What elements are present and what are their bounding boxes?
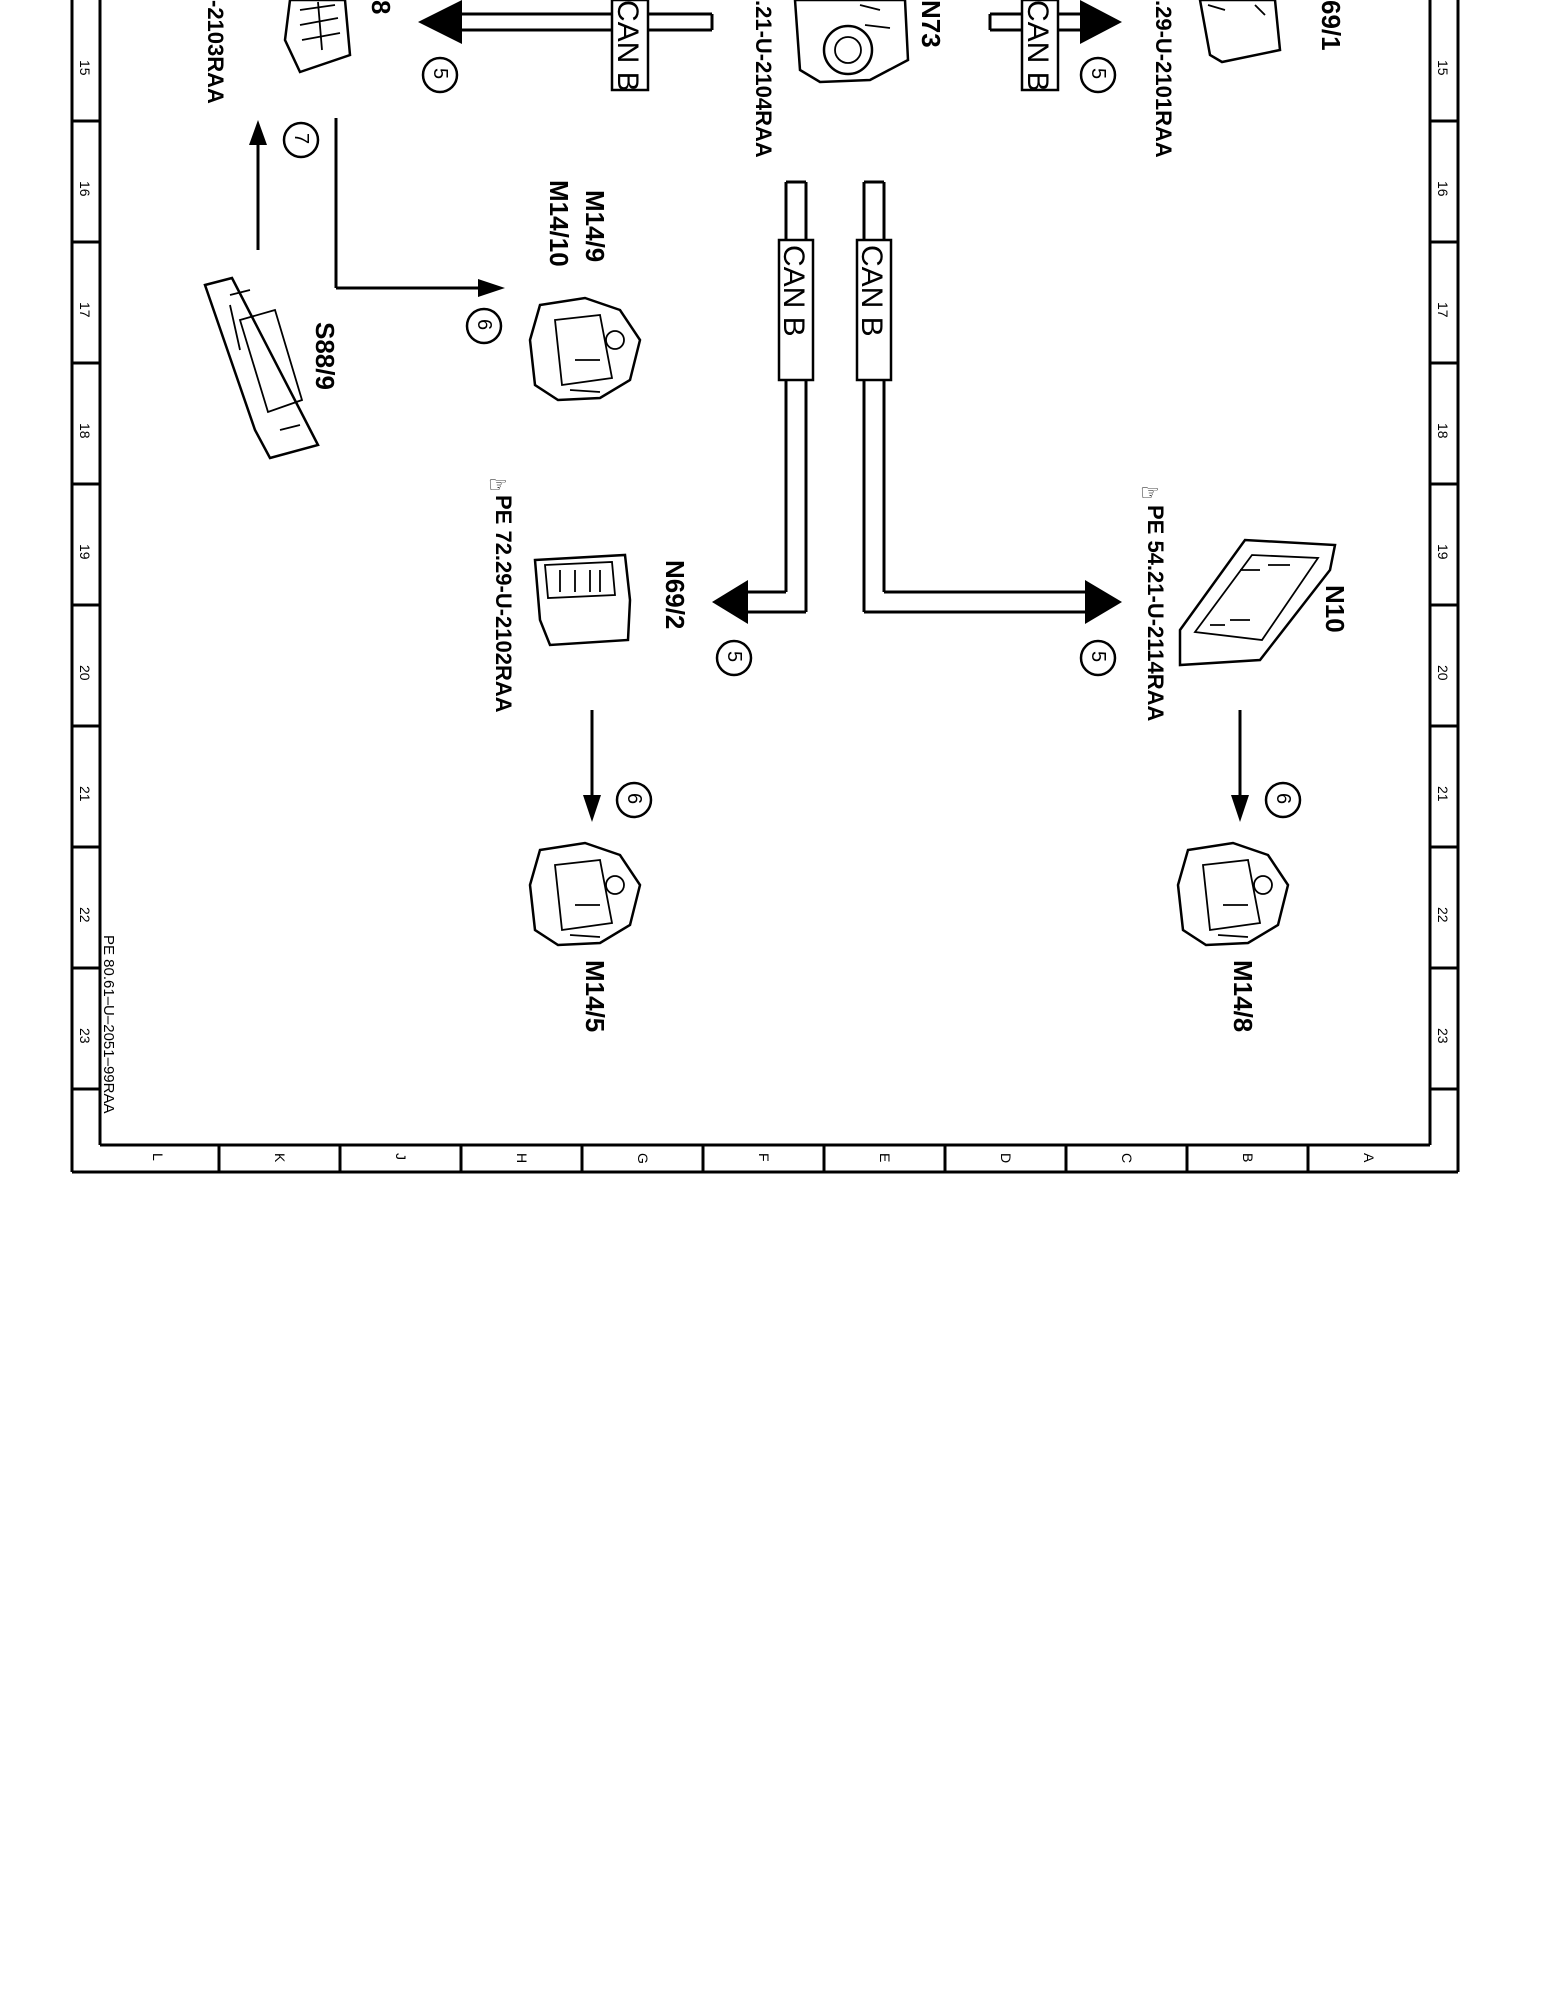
col-number-18: 18 [1435,423,1451,439]
circle-6 [465,307,503,345]
column-numbers-left: 15 16 17 18 19 20 21 22 23 [77,60,93,1044]
circle-6-label: 6 [473,319,495,330]
row-letter-g: G [635,1153,651,1164]
component-m14-9-m14-10: M14/9 M14/10 [528,180,642,402]
circle-6-label: 6 [623,793,645,804]
arrow-head-n10 [1085,580,1122,624]
circle-5-label: 5 [1087,68,1109,79]
ref-2103: -2103RAA [203,0,228,104]
label-m14-8: M14/8 [1228,960,1258,1032]
row-letter-a: A [1361,1153,1377,1163]
label-n69-2: N69/2 [660,560,690,629]
circle-5 [1079,639,1117,677]
arrow-6-n69-2: 6 [583,710,653,822]
column-ticks [72,119,1458,1091]
col-number-16: 16 [1435,181,1451,197]
component-m14-5: M14/5 [528,841,642,1032]
col-number-16: 16 [77,181,93,197]
col-number-22: 22 [1435,907,1451,923]
arrow-head-left [418,0,462,44]
ref-n10: PE 54.21-U-2114RAA [1143,505,1168,722]
component-s88-9: S88/9 [203,276,340,460]
pointing-hand-icon: ☞ [488,472,508,497]
pointing-hand-icon: ☞ [1140,480,1160,505]
circle-5-label: 5 [429,68,451,79]
circle-5 [421,56,459,94]
row-letter-h: H [514,1153,530,1163]
circle-7-label: 7 [290,133,312,144]
col-number-20: 20 [77,665,93,681]
can-bus-center: CAN B 5 CAN B 5 [712,180,1122,677]
circle-5 [1079,56,1117,94]
circle-5 [715,639,753,677]
can-bus-top-right: CAN B 5 [988,0,1122,94]
arrow-6-n10: 6 [1231,710,1302,822]
column-numbers-right: 15 16 17 18 19 20 21 22 23 [1435,60,1451,1044]
arrow-head-right [1080,0,1122,44]
circle-6-label: 6 [1272,793,1294,804]
label-m14-5: M14/5 [580,960,610,1032]
circle-5-label: 5 [723,651,745,662]
component-top-left-partial: 8 -2103RAA [203,0,396,104]
component-n73: N73 .21-U-2104RAA [751,0,946,158]
component-top-right-partial: 69/1 .29-U-2101RAA [1151,0,1346,158]
ref-2101: .29-U-2101RAA [1151,0,1176,158]
label-n10: N10 [1320,585,1350,633]
col-number-23: 23 [77,1028,93,1044]
row-letter-l: L [150,1153,166,1161]
row-letter-j: J [393,1153,409,1160]
label-top-left-partial: 8 [366,0,396,14]
label-n73: N73 [916,0,946,48]
label-m14-10: M14/10 [544,180,574,267]
col-number-22: 22 [77,907,93,923]
label-top-right-partial: 69/1 [1316,0,1346,51]
ref-2104: .21-U-2104RAA [751,0,776,158]
arrow-head-n69-2 [712,580,748,624]
col-number-17: 17 [77,302,93,318]
ref-n69-2: PE 72.29-U-2102RAA [491,495,516,713]
row-letter-d: D [998,1153,1014,1163]
col-number-18: 18 [77,423,93,439]
row-letters: L K J H G F E D C B A [150,1153,1377,1164]
row-letter-b: B [1240,1153,1256,1162]
component-n10: N10 PE 54.21-U-2114RAA ☞ [1140,480,1350,722]
circle-6 [615,781,653,819]
col-number-19: 19 [77,544,93,560]
col-number-17: 17 [1435,302,1451,318]
row-letter-e: E [877,1153,893,1162]
col-number-15: 15 [77,60,93,76]
can-bus-label: CAN B [1021,0,1054,92]
row-letter-f: F [756,1153,772,1162]
circle-5-label: 5 [1087,651,1109,662]
col-number-21: 21 [77,786,93,802]
col-number-21: 21 [1435,786,1451,802]
row-letter-c: C [1119,1153,1135,1163]
component-m14-8: M14/8 [1176,841,1290,1032]
col-number-19: 19 [1435,544,1451,560]
drawing-frame [70,0,1460,1174]
row-ticks [217,1145,1310,1172]
can-bus-label: CAN B [855,245,888,337]
can-bus-top-left: CAN B 5 [418,0,714,94]
arrow-6-top-left: 6 [334,118,505,345]
col-number-23: 23 [1435,1028,1451,1044]
label-m14-9: M14/9 [580,190,610,262]
drawing-code: PE 80.61–U–2051–99RAA [100,935,117,1113]
arrow-7: 7 [249,120,320,250]
col-number-20: 20 [1435,665,1451,681]
circle-7 [282,121,320,159]
col-number-15: 15 [1435,60,1451,76]
can-bus-label: CAN B [611,0,644,92]
can-bus-label: CAN B [777,245,810,337]
label-s88-9: S88/9 [310,322,340,390]
row-letter-k: K [272,1153,288,1163]
component-n69-2: N69/2 PE 72.29-U-2102RAA ☞ [488,472,690,713]
circle-6 [1264,781,1302,819]
